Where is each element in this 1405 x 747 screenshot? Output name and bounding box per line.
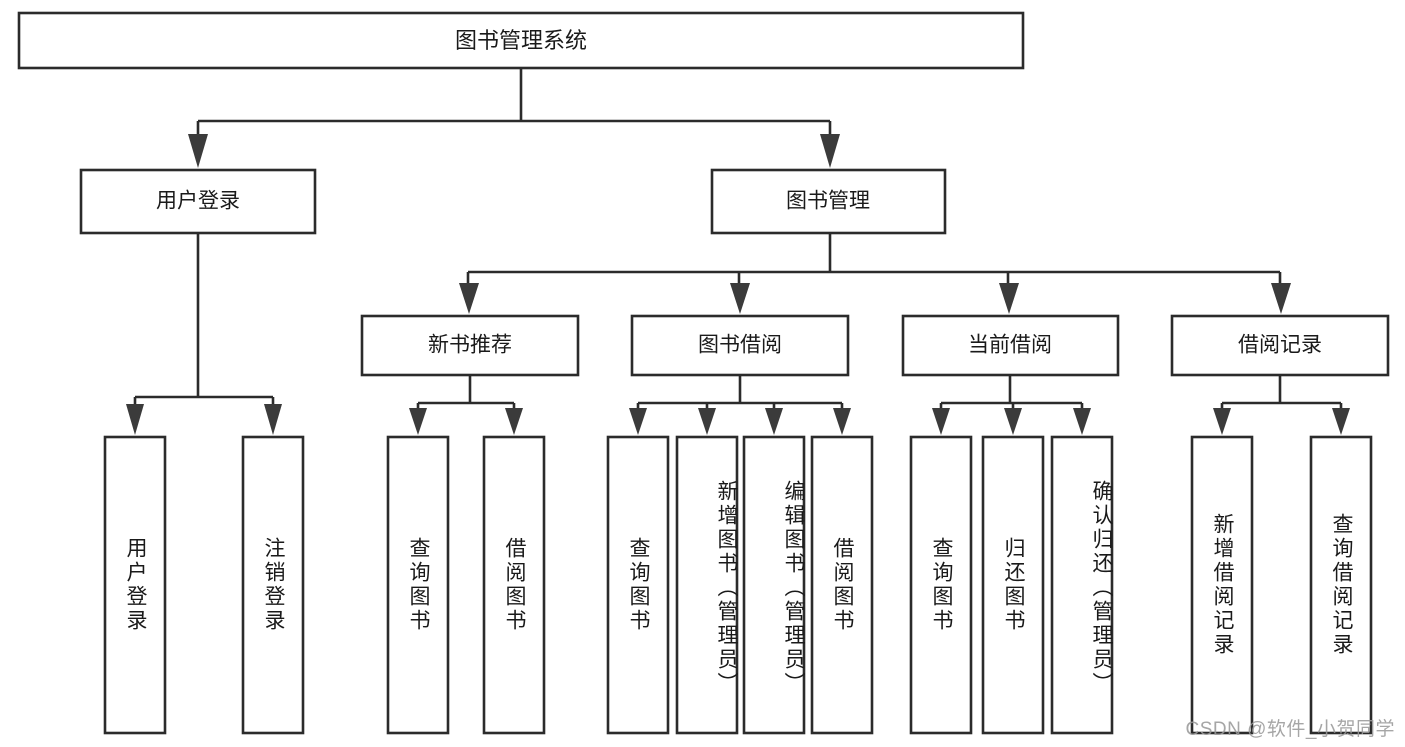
node-layer: 图书管理系统 用户登录 图书管理 新书推荐 图书借阅	[17, 11, 1390, 735]
node-borrow-record[interactable]: 借阅记录	[1170, 314, 1390, 377]
arrowhead-icon-current	[999, 283, 1019, 314]
arrowhead-icon-leaf-13	[1332, 408, 1350, 435]
node-book-management-label: 图书管理	[786, 190, 870, 213]
leaf-box-query-record[interactable]	[1309, 435, 1373, 735]
leaf-box-query-book-a[interactable]	[386, 435, 450, 735]
node-borrow-record-label: 借阅记录	[1238, 334, 1322, 357]
node-borrow-record-box[interactable]	[1170, 314, 1390, 377]
arrowhead-icon-leaf-1	[126, 404, 144, 435]
arrowhead-icon-record	[1271, 283, 1291, 314]
node-current-borrow[interactable]: 当前借阅	[901, 314, 1120, 377]
arrowhead-icon-newbook	[459, 283, 479, 314]
arrowhead-icon-leaf-4	[505, 408, 523, 435]
leaf-box-user-login[interactable]	[103, 435, 167, 735]
arrowhead-icon-leaf-11	[1073, 408, 1091, 435]
node-root[interactable]: 图书管理系统	[17, 11, 1025, 70]
leaf-box-return-book[interactable]	[981, 435, 1045, 735]
leaf-box-add-book[interactable]	[675, 435, 739, 735]
leaf-box-logout[interactable]	[241, 435, 305, 735]
arrowhead-icon-leaf-10	[1004, 408, 1022, 435]
arrowhead-icon-leaf-2	[264, 404, 282, 435]
node-book-management[interactable]: 图书管理	[710, 168, 947, 235]
leaf-box-borrow-book-b[interactable]	[810, 435, 874, 735]
arrowhead-icon-leaf-8	[833, 408, 851, 435]
arrowhead-icon-leaf-9	[932, 408, 950, 435]
arrowhead-icon-user-login	[188, 134, 208, 168]
node-book-borrow-label: 图书借阅	[698, 334, 782, 357]
node-user-login-box[interactable]	[79, 168, 317, 235]
node-user-login-label: 用户登录	[156, 190, 240, 213]
arrowhead-layer	[126, 134, 1350, 435]
leaf-box-confirm-return[interactable]	[1050, 435, 1114, 735]
leaf-box-borrow-book-a[interactable]	[482, 435, 546, 735]
node-user-login[interactable]: 用户登录	[79, 168, 317, 235]
leaf-box-add-record[interactable]	[1190, 435, 1254, 735]
node-new-book-recommend[interactable]: 新书推荐	[360, 314, 580, 377]
leaf-box-query-book-b[interactable]	[606, 435, 670, 735]
connector-layer	[133, 68, 1343, 408]
arrowhead-icon-leaf-3	[409, 408, 427, 435]
node-new-book-recommend-label: 新书推荐	[428, 334, 512, 357]
arrowhead-icon-leaf-7	[765, 408, 783, 435]
node-new-book-recommend-box[interactable]	[360, 314, 580, 377]
arrowhead-icon-borrow	[730, 283, 750, 314]
leaf-box-query-book-c[interactable]	[909, 435, 973, 735]
node-book-management-box[interactable]	[710, 168, 947, 235]
arrowhead-icon-book-mgmt	[820, 134, 840, 168]
leaf-box-layer	[103, 435, 1373, 735]
node-book-borrow[interactable]: 图书借阅	[630, 314, 850, 377]
node-book-borrow-box[interactable]	[630, 314, 850, 377]
leaf-box-edit-book[interactable]	[742, 435, 806, 735]
arrowhead-icon-leaf-12	[1213, 408, 1231, 435]
node-root-box[interactable]	[17, 11, 1025, 70]
arrowhead-icon-leaf-5	[629, 408, 647, 435]
node-current-borrow-label: 当前借阅	[968, 334, 1052, 357]
node-root-label: 图书管理系统	[455, 28, 587, 53]
watermark-text: CSDN @软件_小贺同学	[1185, 719, 1395, 740]
node-current-borrow-box[interactable]	[901, 314, 1120, 377]
arrowhead-icon-leaf-6	[698, 408, 716, 435]
